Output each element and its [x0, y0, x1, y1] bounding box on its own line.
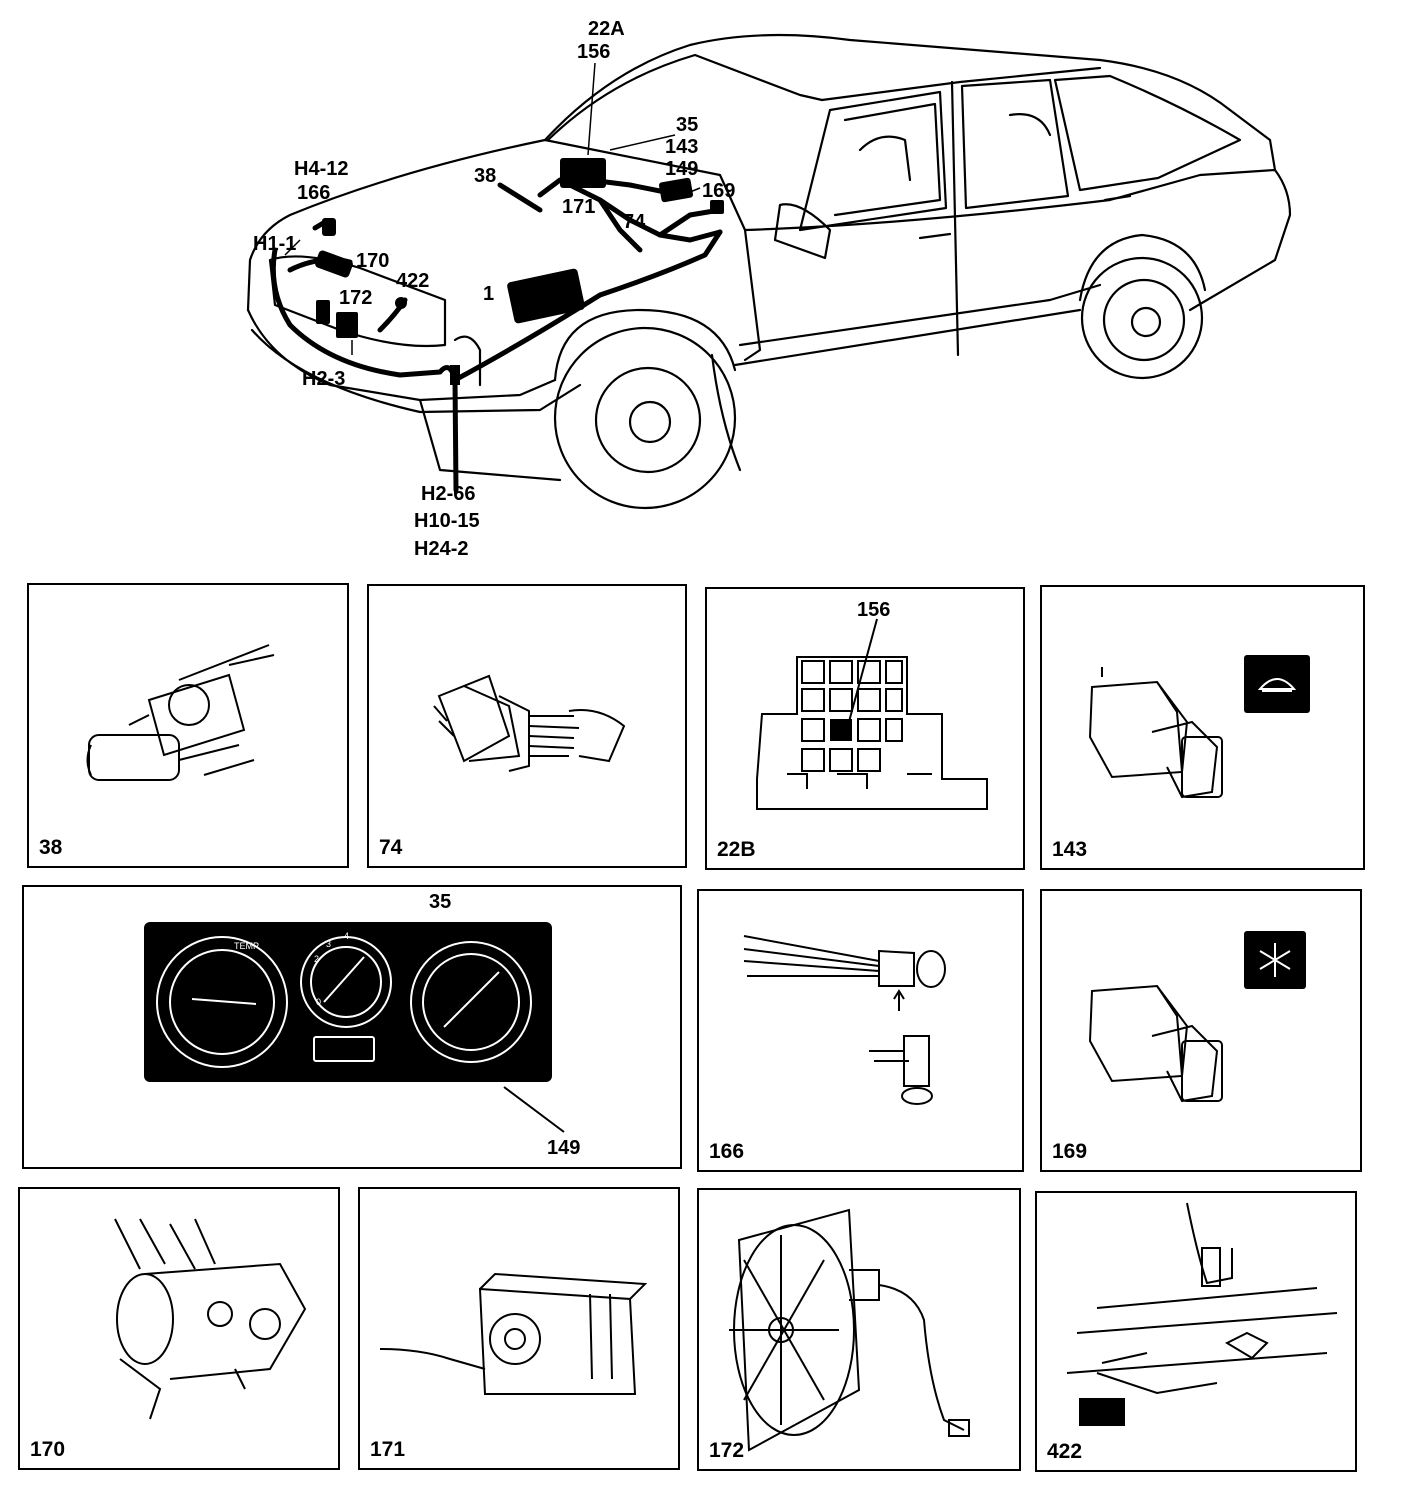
panel-label: 22B	[717, 838, 756, 861]
panel-422-sensor-location: 422	[1035, 1191, 1357, 1472]
panel-35-149-climate-control: TEMP 0 2 3 4 35 149	[22, 885, 682, 1169]
callout-H10-15: H10-15	[414, 510, 480, 532]
pressure-switch-drawing	[743, 935, 946, 1105]
callout-38: 38	[474, 165, 497, 187]
climate-control-panel-drawing: TEMP 0 2 3 4	[144, 922, 565, 1133]
panel-171-thermostat: 171	[358, 1187, 680, 1470]
fan-speed-2: 2	[314, 954, 319, 964]
car-wiring-illustration	[246, 33, 1292, 510]
callout-149: 149	[547, 1137, 581, 1159]
callout-35: 35	[429, 891, 452, 913]
panel-166-pressure-switch: 166	[697, 889, 1024, 1172]
callout-74: 74	[623, 211, 646, 233]
fan-speed-4: 4	[344, 931, 349, 941]
ac-icon-badge	[1244, 655, 1310, 713]
callout-169: 169	[702, 180, 736, 202]
callout-H2-3: H2-3	[302, 368, 346, 390]
callout-35: 35	[676, 114, 699, 136]
panel-38-starter-motor: 38	[27, 583, 349, 868]
cooling-fan-drawing	[729, 1208, 970, 1452]
callout-22A: 22A	[588, 18, 625, 40]
callout-156: 156	[577, 41, 611, 63]
starter-motor-drawing	[86, 644, 275, 781]
panel-label: 143	[1052, 838, 1088, 861]
callout-1: 1	[483, 283, 495, 305]
panel-22B-fuse-box: 156 22B	[705, 587, 1025, 870]
panel-label: 38	[39, 836, 63, 859]
fan-speed-0: 0	[316, 997, 321, 1007]
callout-H1-1: H1-1	[253, 233, 297, 255]
callout-H2-66: H2-66	[421, 483, 476, 505]
compressor-drawing	[114, 1218, 307, 1420]
fuse-grid	[801, 660, 903, 772]
panel-170-compressor: 170	[18, 1187, 340, 1470]
switch-drawing	[1088, 655, 1310, 799]
callout-170: 170	[356, 250, 390, 272]
grille-block	[1079, 1398, 1125, 1426]
panel-143-switch: 143	[1040, 585, 1365, 870]
callout-166: 166	[297, 182, 331, 204]
connector-drawing	[433, 674, 626, 772]
panel-172-cooling-fan: 172	[697, 1188, 1021, 1471]
callout-149: 149	[665, 158, 699, 180]
panel-label: 170	[30, 1438, 66, 1461]
panel-label: 166	[709, 1140, 745, 1163]
callout-H4-12: H4-12	[294, 158, 349, 180]
panel-label: 74	[379, 836, 403, 859]
sensor-location-drawing	[1066, 1202, 1338, 1426]
panel-169-switch: 169	[1040, 889, 1362, 1172]
panel-label: 171	[370, 1438, 406, 1461]
callout-H24-2: H24-2	[414, 538, 469, 560]
fuse-box-drawing	[756, 618, 988, 810]
fuse-156-highlight	[830, 719, 852, 741]
callout-156: 156	[857, 599, 891, 621]
callout-422: 422	[396, 270, 430, 292]
thermostat-drawing	[379, 1272, 648, 1395]
switch-drawing	[1088, 931, 1306, 1103]
panel-label: 169	[1052, 1140, 1088, 1163]
callout-172: 172	[339, 287, 373, 309]
panel-label: 172	[709, 1439, 745, 1462]
temp-label: TEMP	[234, 941, 259, 951]
fan-speed-3: 3	[326, 939, 331, 949]
panel-74-connector: 74	[367, 584, 687, 868]
callout-143: 143	[665, 136, 699, 158]
callout-171: 171	[562, 196, 596, 218]
panel-label: 422	[1047, 1440, 1083, 1463]
